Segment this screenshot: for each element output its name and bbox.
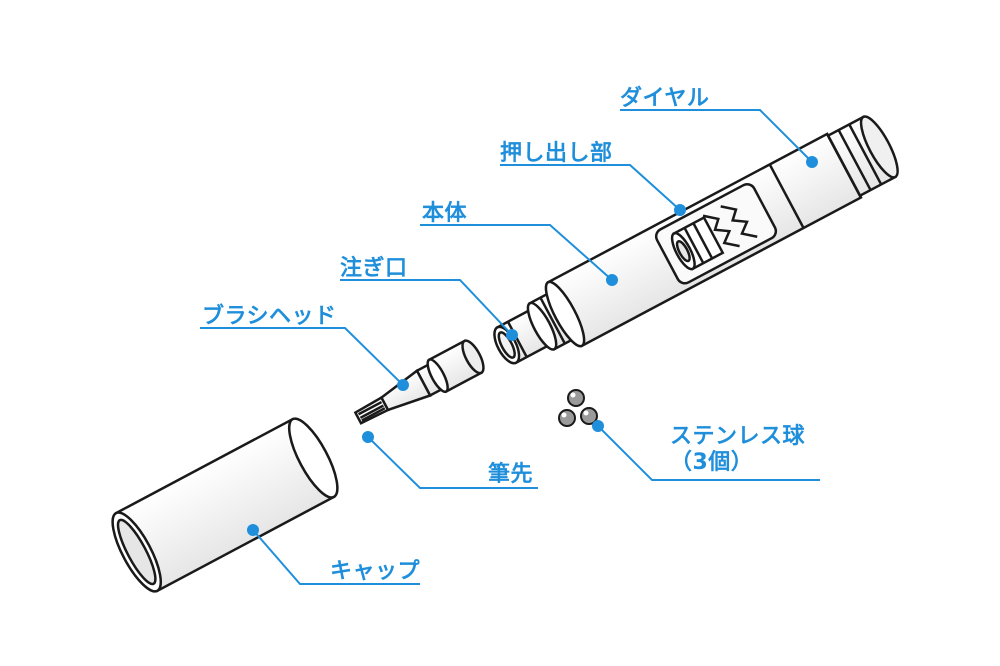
leader-line-brush-tip — [367, 436, 538, 489]
leader-dot-dial — [806, 156, 818, 168]
leader-line-dial — [620, 109, 813, 163]
leader-dots — [247, 156, 818, 536]
steel-balls — [558, 389, 598, 427]
label-pusher: 押し出し部 — [500, 141, 613, 166]
dial — [826, 115, 899, 199]
leader-line-brush-head — [200, 327, 404, 386]
brush-tip-bristles — [353, 395, 390, 425]
brush-head — [353, 339, 485, 425]
label-dial: ダイヤル — [620, 86, 710, 111]
cap — [111, 417, 339, 593]
steel-ball — [558, 409, 576, 427]
label-steel-balls-line1: ステンレス球 — [670, 424, 806, 449]
leader-line-spout — [340, 279, 513, 336]
leader-line-steel-balls — [597, 425, 820, 481]
leader-dot-steel-balls — [592, 420, 604, 432]
label-brush-head: ブラシヘッド — [202, 304, 337, 329]
label-steel-balls: ステンレス球 （3個） — [670, 424, 805, 476]
label-body: 本体 — [422, 201, 468, 226]
label-spout: 注ぎ口 — [340, 256, 408, 281]
pen-body — [493, 115, 899, 365]
leader-lines — [200, 109, 820, 585]
leader-dot-spout — [506, 329, 518, 341]
label-brush-tip: 筆先 — [488, 462, 534, 487]
steel-ball — [567, 389, 585, 407]
leader-line-body — [420, 224, 613, 281]
leader-line-pusher — [500, 164, 681, 211]
label-steel-balls-line2: （3個） — [670, 450, 754, 475]
pusher-mechanism — [670, 205, 758, 271]
leader-dot-cap — [247, 524, 259, 536]
label-cap: キャップ — [330, 559, 421, 584]
leader-dot-brush-tip — [362, 431, 374, 443]
leader-line-cap — [252, 529, 420, 585]
leader-dot-body — [606, 274, 618, 286]
leader-dot-pusher — [674, 204, 686, 216]
barrel — [544, 132, 863, 348]
leader-dot-brush-head — [397, 379, 409, 391]
